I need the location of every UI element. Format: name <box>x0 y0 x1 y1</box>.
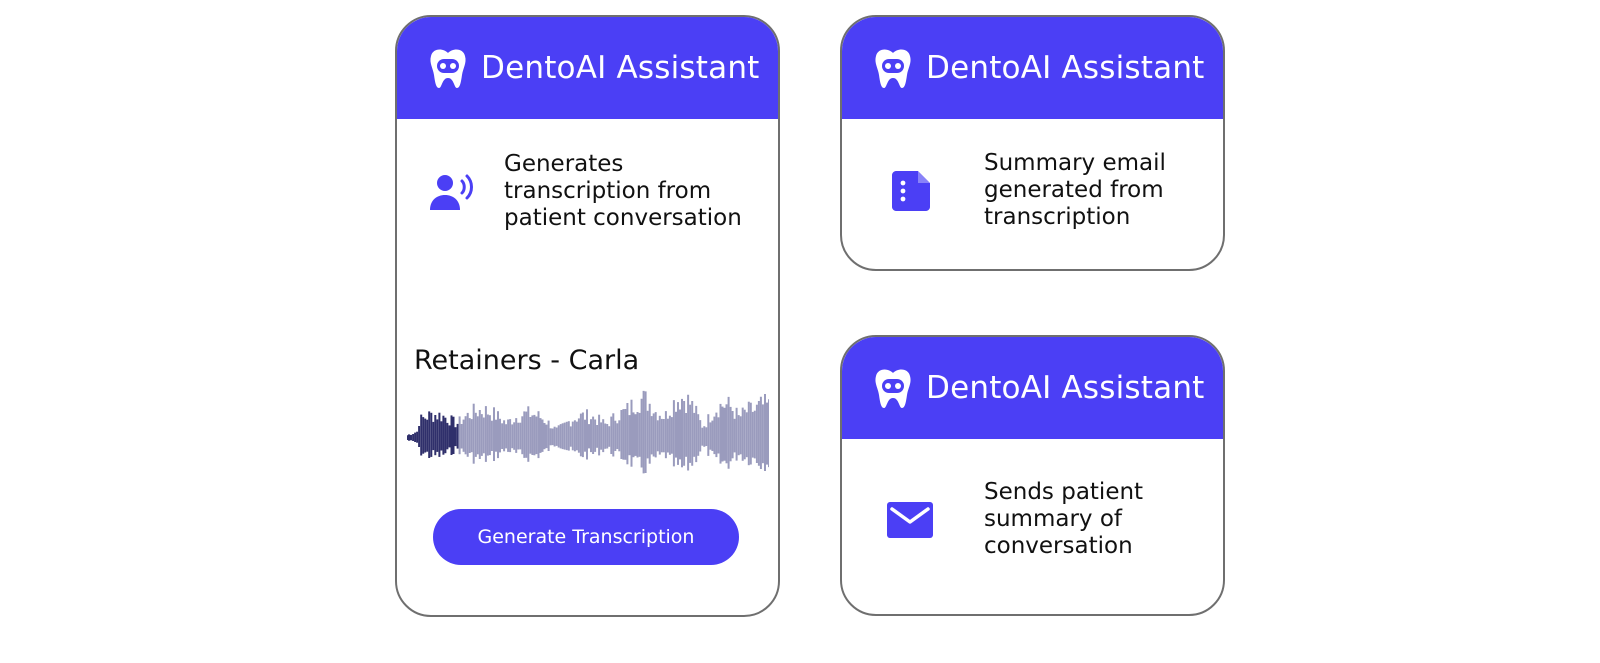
card-title: DentoAI Assistant <box>926 50 1205 86</box>
feature-line: Summary email <box>984 150 1166 176</box>
card-header: DentoAI Assistant <box>842 337 1223 439</box>
card-header: DentoAI Assistant <box>397 17 778 119</box>
send-card: DentoAI Assistant Sends patient summary … <box>840 335 1225 616</box>
feature-line: summary of <box>984 506 1123 532</box>
feature-line: transcription <box>984 204 1131 230</box>
audio-waveform[interactable] <box>407 379 769 497</box>
recording-title: Retainers - Carla <box>414 345 640 376</box>
feature-line: generated from <box>984 177 1164 203</box>
feature-description: Sends patient summary of conversation <box>984 479 1143 560</box>
mail-envelope-icon <box>887 501 933 538</box>
feature-line: Generates <box>504 151 624 177</box>
generate-transcription-button[interactable]: Generate Transcription <box>433 509 739 565</box>
feature-line: transcription from <box>504 178 712 204</box>
tooth-robot-icon <box>875 369 911 408</box>
voice-person-icon <box>430 174 473 210</box>
feature-line: Sends patient <box>984 479 1144 505</box>
tooth-robot-icon <box>430 49 466 88</box>
feature-description: Summary email generated from transcripti… <box>984 150 1166 231</box>
feature-description: Generates transcription from patient con… <box>504 151 742 232</box>
feature-send: Sends patient summary of conversation <box>886 479 1143 560</box>
feature-line: patient conversation <box>504 205 742 231</box>
document-icon <box>892 170 930 211</box>
transcription-card: DentoAI Assistant Generates transcriptio… <box>395 15 780 617</box>
feature-line: conversation <box>984 533 1133 559</box>
feature-summary: Summary email generated from transcripti… <box>890 150 1166 231</box>
summary-card: DentoAI Assistant Summary email generate… <box>840 15 1225 271</box>
card-title: DentoAI Assistant <box>481 50 760 86</box>
feature-transcription: Generates transcription from patient con… <box>429 151 742 232</box>
card-title: DentoAI Assistant <box>926 370 1205 406</box>
card-header: DentoAI Assistant <box>842 17 1223 119</box>
tooth-robot-icon <box>875 49 911 88</box>
